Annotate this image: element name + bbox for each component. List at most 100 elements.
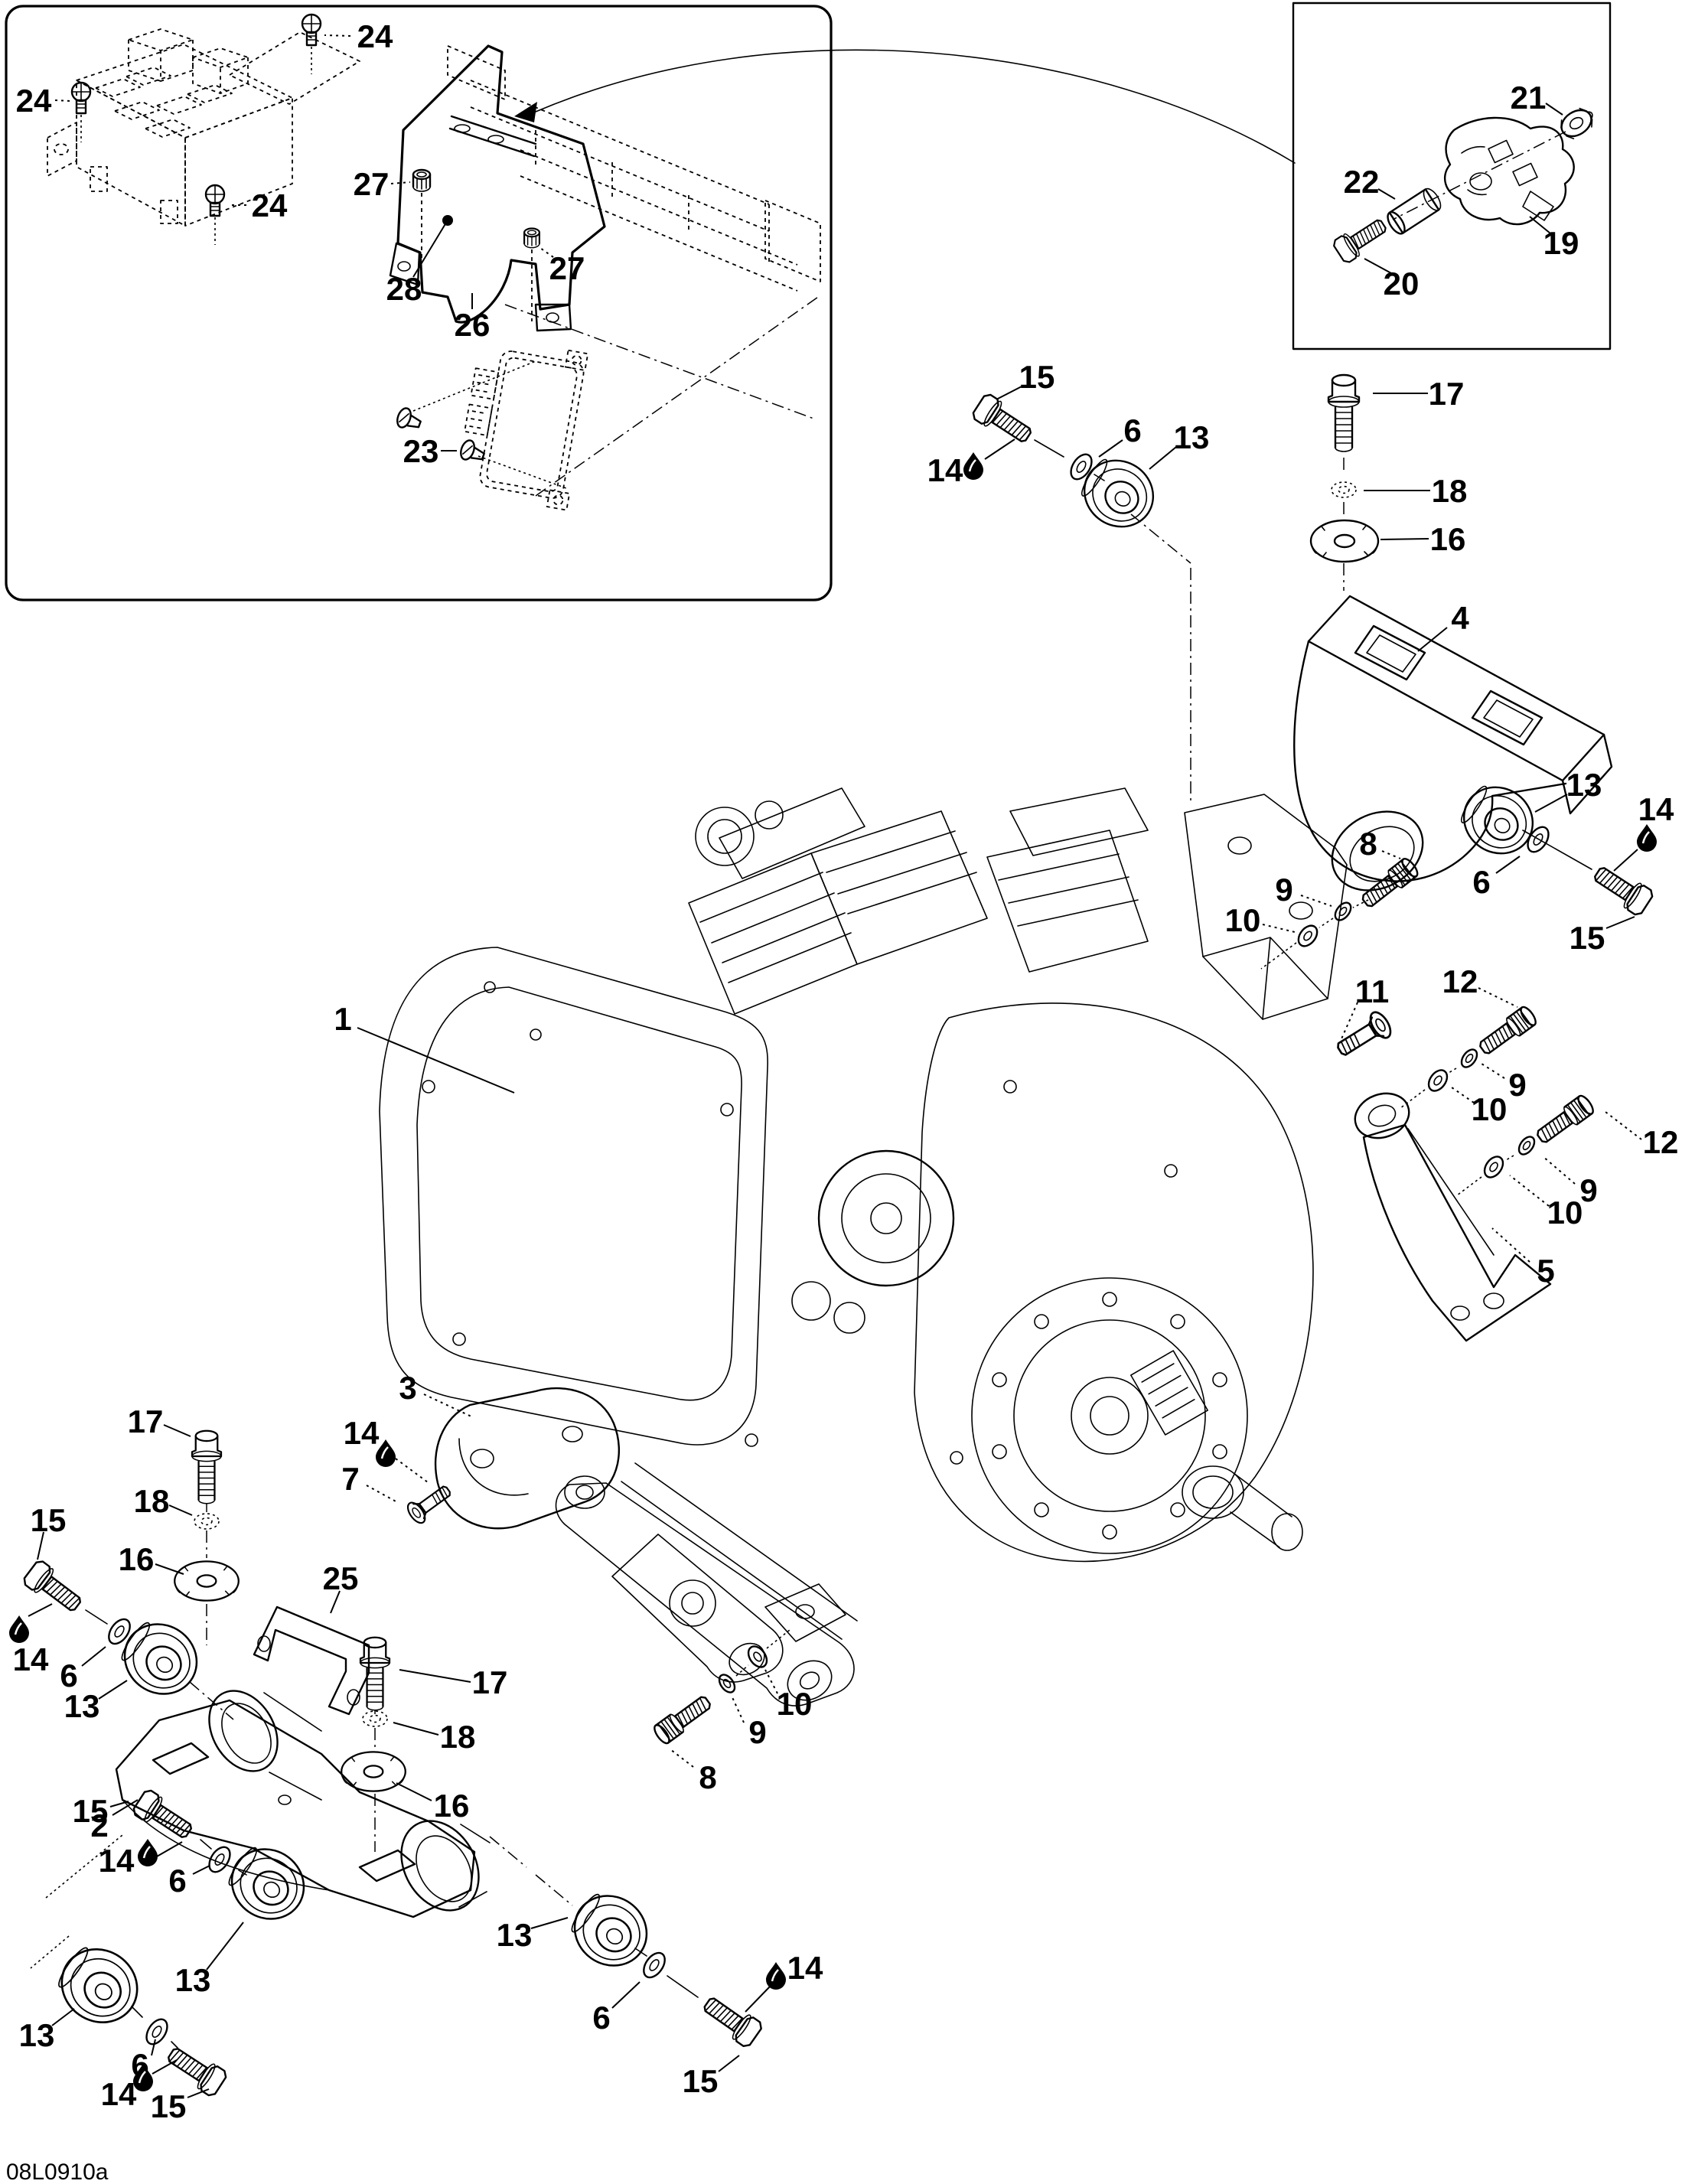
callout-9-52: 9 (731, 1695, 767, 1750)
flange-bolt-icon-17 (359, 1636, 391, 1711)
callout-15-61: 15 (151, 2088, 210, 2124)
upper-mount-assembly-right (1293, 373, 1656, 918)
rubber-mount-icon-13 (217, 1834, 319, 1935)
callout-7-38: 7 (341, 1461, 398, 1503)
leader-line (1491, 1227, 1530, 1263)
leader-line (996, 385, 1024, 400)
leader-line (151, 2039, 156, 2056)
lower-link-arms (555, 1462, 858, 1706)
oil-drop-icon (963, 452, 983, 480)
engine-mount-bracket-4 (1293, 595, 1613, 892)
engine (379, 787, 1348, 1706)
socket-bolt-icon-8 (1358, 855, 1421, 912)
leader-line (168, 1504, 193, 1516)
callout-14-37: 14 (344, 1415, 429, 1483)
callout-label: 18 (134, 1483, 170, 1519)
washer-icon-6 (103, 1614, 135, 1649)
callout-label: 16 (434, 1788, 470, 1824)
callout-label: 25 (323, 1560, 359, 1596)
front-mount-upper-hardware (21, 1429, 456, 1720)
callout-label: 15 (683, 2063, 719, 2099)
callout-16-19: 16 (1380, 521, 1465, 557)
leader-line (393, 1722, 439, 1736)
callout-label: 28 (386, 271, 422, 307)
rubber-mount-icon-13 (1449, 773, 1547, 868)
callout-10-27: 10 (1225, 902, 1296, 938)
fuse-box (47, 28, 360, 227)
callout-label: 21 (1511, 80, 1547, 116)
callout-label: 6 (168, 1863, 186, 1899)
leader-line (37, 1531, 44, 1560)
leader-line (152, 2059, 178, 2075)
callout-label: 3 (399, 1370, 416, 1406)
assembly-line (478, 455, 567, 489)
leader-line (28, 1603, 53, 1617)
callout-label: 22 (1344, 164, 1380, 200)
leader-line (357, 1027, 515, 1094)
callout-18-48: 18 (393, 1719, 475, 1755)
screw-icon-23b (457, 437, 488, 466)
callout-12-29: 12 (1442, 963, 1518, 1008)
lock-washer-icon-18 (194, 1513, 220, 1530)
callout-label: 13 (1566, 767, 1602, 803)
assembly-line (412, 360, 536, 412)
leader-line (539, 247, 554, 258)
engine-front-mount-plate-3 (434, 1387, 620, 1530)
leader-line (1262, 924, 1296, 933)
ecu-module (464, 349, 589, 511)
leader-line (423, 1394, 474, 1418)
callout-15-13: 15 (996, 359, 1055, 400)
retainer-bracket-25 (253, 1605, 370, 1716)
callout-14-23: 14 (1613, 791, 1674, 872)
callout-label: 17 (1429, 376, 1465, 412)
socket-bolt-icon-12 (1475, 1003, 1540, 1059)
oil-drop-icon (376, 1439, 396, 1467)
leader-line (1613, 849, 1638, 872)
callout-10-34: 10 (1509, 1175, 1583, 1231)
callout-label: 12 (1442, 963, 1478, 999)
bolt-set-top (1260, 855, 1421, 970)
callout-label: 15 (31, 1502, 67, 1538)
callout-24-1: 24 (16, 83, 71, 119)
washer-icon-9 (1457, 1045, 1482, 1071)
callout-label: 17 (128, 1403, 164, 1439)
ecu-support-bracket (389, 44, 606, 332)
callout-3-36: 3 (399, 1370, 474, 1418)
callout-5-35: 5 (1491, 1227, 1555, 1289)
callout-label: 5 (1537, 1253, 1554, 1289)
leader-line (1478, 987, 1518, 1008)
callout-label: 6 (592, 2000, 610, 2036)
callout-16-49: 16 (396, 1782, 470, 1824)
callout-label: 27 (354, 166, 390, 202)
leader-line (112, 1799, 139, 1816)
callout-label: 14 (344, 1415, 380, 1451)
leader-line (81, 1646, 106, 1667)
callout-28-5: 28 (386, 215, 453, 307)
callout-label: 13 (497, 1917, 533, 1953)
callout-label: 16 (119, 1541, 155, 1577)
nut-icon-27b (523, 227, 540, 249)
callout-label: 9 (1508, 1067, 1526, 1103)
frame-rail-dashed (447, 45, 821, 497)
socket-bolt-icon-8 (650, 1691, 716, 1747)
callout-label: 15 (1570, 920, 1605, 956)
callout-17-39: 17 (128, 1403, 191, 1439)
reference-arrow (514, 49, 1296, 164)
leader-line (1529, 216, 1551, 234)
leader-line (1534, 794, 1568, 813)
leader-line (1509, 1175, 1550, 1207)
leader-line (745, 1986, 771, 2013)
washer-icon-9 (1514, 1133, 1539, 1159)
leader-line (1481, 1063, 1505, 1079)
callout-4-20: 4 (1417, 600, 1469, 652)
leader-line (156, 1841, 183, 1857)
callout-label: 13 (19, 2017, 55, 2053)
hex-bolt-icon-20 (1331, 212, 1392, 266)
rubber-mount-icon-13 (1070, 446, 1167, 541)
leader-line (1545, 103, 1563, 116)
callout-label: 10 (1472, 1091, 1508, 1127)
spacer-icon-22 (1387, 187, 1442, 235)
leader-line (395, 1458, 429, 1483)
washer-icon-6 (141, 2014, 173, 2049)
